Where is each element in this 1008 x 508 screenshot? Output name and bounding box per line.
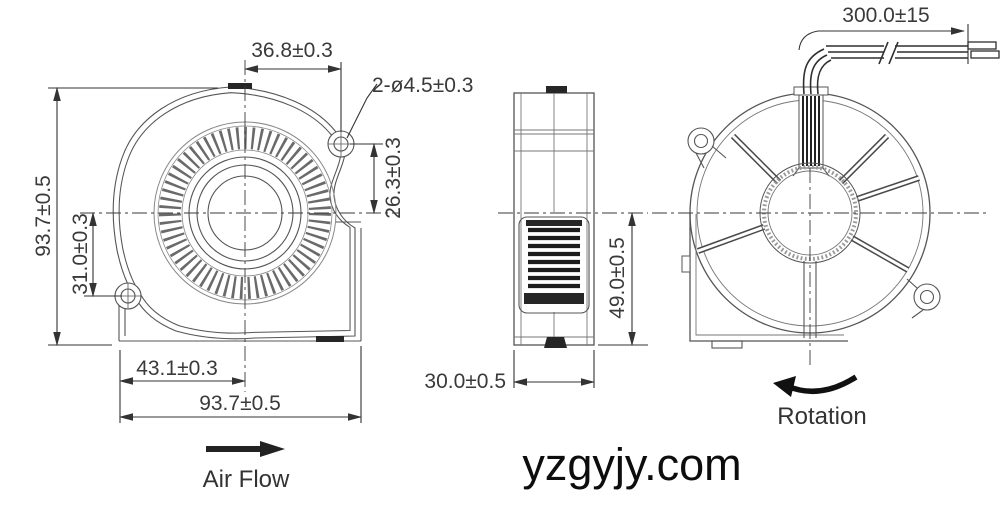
rear-foot [711, 340, 743, 349]
dim-inlet-height: 49.0±0.5 [598, 211, 648, 347]
dim-hole-to-center: 26.3±0.3 [350, 137, 405, 219]
dim-lead-wire-length: 300.0±15 [798, 4, 969, 64]
front-bottom-tab [316, 336, 344, 342]
air-flow-arrow-icon [206, 441, 285, 457]
side-view: 49.0±0.5 30.0±0.5 [424, 86, 648, 393]
dim-center-to-hole: 31.0±0.3 [69, 211, 122, 298]
side-bottom-tab [544, 337, 567, 348]
air-flow-label: Air Flow [203, 466, 290, 493]
side-top-tab [546, 86, 567, 93]
dim-mounting-holes-label: 2-ø4.5±0.3 [372, 74, 473, 97]
side-inlet-grille [518, 216, 590, 314]
dim-overall-height: 93.7±0.5 [32, 86, 218, 347]
dim-top-width-label: 36.8±0.3 [251, 39, 333, 62]
rotation-label: Rotation [777, 403, 866, 430]
wire-connector [970, 50, 1000, 59]
dim-thickness-label: 30.0±0.5 [424, 370, 506, 393]
dim-center-to-hole-label: 31.0±0.3 [69, 213, 92, 295]
dim-thickness: 30.0±0.5 [424, 350, 596, 393]
dim-hole-to-center-label: 26.3±0.3 [382, 137, 405, 219]
wire-connector [967, 41, 997, 50]
lead-wires [802, 41, 1000, 95]
dim-mounting-holes: 2-ø4.5±0.3 [346, 74, 473, 139]
rotation-arrow-icon [773, 374, 858, 397]
rear-mounting-ear-bottom-right [906, 278, 941, 319]
dim-overall-width: 93.7±0.5 [118, 346, 363, 423]
dim-top-width: 36.8±0.3 [243, 39, 343, 132]
front-view: 36.8±0.3 2-ø4.5±0.3 93.7±0.5 31.0±0.3 26… [32, 39, 473, 493]
dim-lead-wire-length-label: 300.0±15 [842, 4, 929, 27]
rear-view: 300.0±15 Rotation [652, 4, 1000, 430]
front-top-tab [228, 83, 252, 89]
rear-spokes [696, 133, 920, 338]
dim-inlet-height-label: 49.0±0.5 [606, 237, 629, 319]
rear-mounting-ear-top-left [687, 127, 727, 169]
dim-left-to-center: 43.1±0.3 [118, 357, 247, 385]
dim-left-to-center-label: 43.1±0.3 [136, 357, 218, 380]
dim-overall-height-label: 93.7±0.5 [32, 175, 55, 257]
watermark: yzgyjy.com [522, 439, 741, 490]
dim-overall-width-label: 93.7±0.5 [199, 392, 281, 415]
